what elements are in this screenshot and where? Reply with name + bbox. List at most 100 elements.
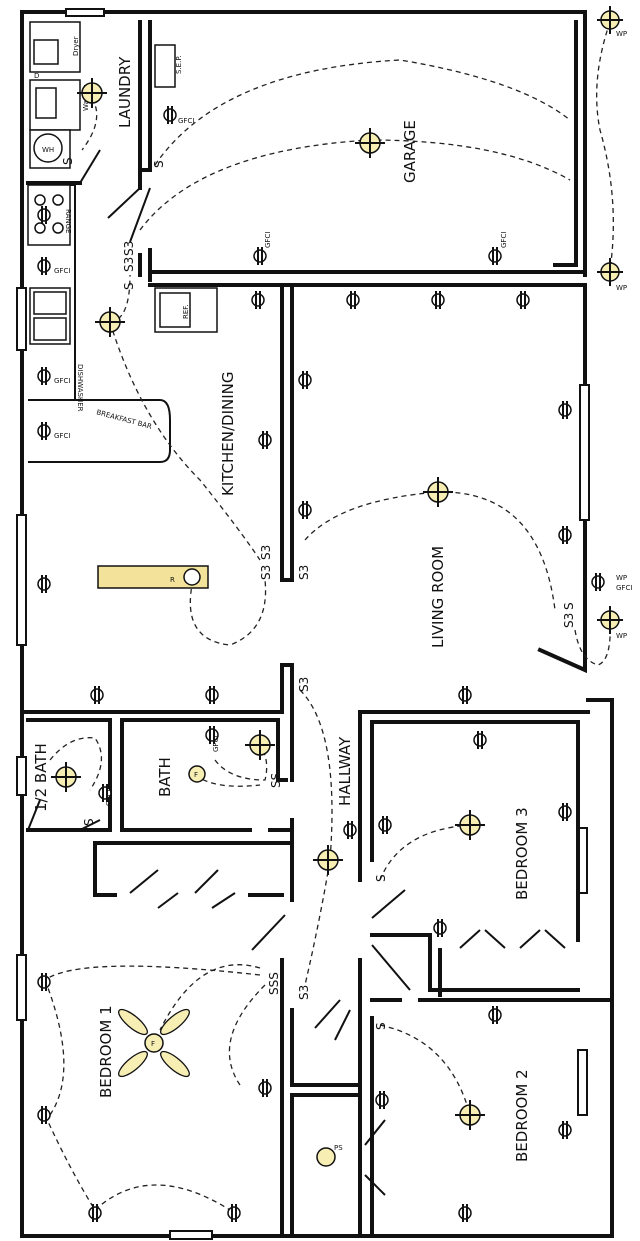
room-bedroom2: BEDROOM 2 bbox=[513, 1069, 531, 1162]
svg-text:GFCI: GFCI bbox=[212, 736, 220, 752]
outlet-13 bbox=[258, 431, 272, 449]
svg-text:S3: S3 bbox=[297, 677, 311, 692]
svg-text:S3: S3 bbox=[297, 565, 311, 580]
light-wp-mid bbox=[597, 258, 623, 286]
breakfast-bar-label: BREAKFAST BAR bbox=[96, 408, 153, 431]
sep-label: S.E.P. bbox=[175, 55, 183, 74]
light-garage bbox=[355, 128, 385, 158]
svg-text:S: S bbox=[61, 157, 75, 165]
outlet-23 bbox=[473, 731, 487, 749]
outlet-15 bbox=[558, 401, 572, 419]
light-half-bath bbox=[51, 762, 81, 792]
light-wp-top bbox=[597, 6, 623, 34]
outlet-8 bbox=[251, 291, 265, 309]
laundry-appliances: Dryer D Washer W WH S.E.P. bbox=[29, 21, 183, 169]
dryer-label: Dryer bbox=[72, 36, 80, 56]
room-bedroom3: BEDROOM 3 bbox=[513, 807, 531, 900]
outlet-18 bbox=[591, 573, 605, 591]
outlet-24 bbox=[98, 784, 112, 802]
wiring bbox=[44, 21, 614, 1211]
svg-text:S3: S3 bbox=[259, 565, 273, 580]
outlet-7 bbox=[488, 247, 502, 265]
svg-text:S3: S3 bbox=[297, 985, 311, 1000]
room-half-bath: 1/2 BATH bbox=[32, 743, 50, 812]
outlet-1 bbox=[163, 106, 177, 124]
range-label: RANGE bbox=[64, 209, 72, 233]
outlet-annotations: GFCI GFCI GFCI GFCI GFCI GFCI GFCI GFCI … bbox=[54, 30, 632, 806]
outlet-16 bbox=[558, 526, 572, 544]
outlet-31 bbox=[37, 1106, 51, 1124]
outlet-10 bbox=[431, 291, 445, 309]
svg-text:WP: WP bbox=[616, 30, 627, 38]
svg-text:F: F bbox=[151, 1040, 155, 1048]
outlet-22 bbox=[205, 726, 219, 744]
svg-text:GFCI: GFCI bbox=[54, 432, 70, 440]
svg-text:F: F bbox=[194, 771, 198, 779]
svg-text:S3: S3 bbox=[259, 545, 273, 560]
light-hallway bbox=[313, 845, 343, 875]
svg-text:S3: S3 bbox=[122, 241, 136, 256]
svg-text:S: S bbox=[374, 1022, 388, 1030]
room-bedroom1: BEDROOM 1 bbox=[97, 1005, 115, 1098]
svg-text:PS: PS bbox=[334, 1144, 343, 1152]
outlet-20 bbox=[205, 686, 219, 704]
svg-text:GFCI: GFCI bbox=[500, 232, 508, 248]
svg-text:S: S bbox=[122, 282, 136, 290]
outlet-25 bbox=[343, 821, 357, 839]
switch-labels: S S S S3 S3 S3 S3 S3 S3 S S3 S SS S SSS … bbox=[61, 157, 576, 1030]
light-bedroom3 bbox=[455, 810, 485, 840]
room-laundry: LAUNDRY bbox=[116, 56, 134, 128]
svg-text:WP: WP bbox=[616, 284, 627, 292]
outlet-28 bbox=[433, 919, 447, 937]
outlet-6 bbox=[253, 247, 267, 265]
outlet-29 bbox=[37, 973, 51, 991]
outlet-37 bbox=[458, 1204, 472, 1222]
range-hood bbox=[97, 565, 209, 589]
room-kitchen: KITCHEN/DINING bbox=[219, 371, 237, 496]
svg-text:WP: WP bbox=[616, 632, 627, 640]
dryer-d: D bbox=[34, 72, 39, 80]
svg-text:GFCI: GFCI bbox=[54, 377, 70, 385]
light-wp-living bbox=[597, 606, 623, 634]
refrigerator-label: REF. bbox=[182, 305, 190, 319]
svg-text:S3: S3 bbox=[562, 613, 576, 628]
light-living bbox=[423, 477, 453, 507]
service-entrance-panel bbox=[154, 44, 176, 88]
outlet-12 bbox=[298, 371, 312, 389]
interior-walls bbox=[20, 20, 614, 1238]
svg-text:GFCI: GFCI bbox=[616, 584, 632, 592]
room-labels: LAUNDRY GARAGE KITCHEN/DINING LIVING ROO… bbox=[32, 56, 531, 1162]
outlet-21 bbox=[458, 686, 472, 704]
svg-text:S: S bbox=[562, 602, 576, 610]
outlet-5 bbox=[37, 422, 51, 440]
dishwasher-label: DISHWASHER bbox=[76, 364, 84, 412]
receptacle-outlets bbox=[37, 106, 605, 1222]
outlet-3 bbox=[37, 257, 51, 275]
outlet-35 bbox=[488, 1006, 502, 1024]
svg-text:SS: SS bbox=[269, 773, 283, 788]
windows bbox=[16, 8, 590, 1240]
ceiling-fan-bedroom1: F bbox=[118, 1008, 190, 1078]
svg-text:S: S bbox=[82, 818, 96, 826]
light-ps: PS bbox=[316, 1144, 343, 1167]
range-hood-r: R bbox=[170, 576, 175, 584]
outlet-2 bbox=[37, 206, 51, 224]
outlet-33 bbox=[227, 1204, 241, 1222]
light-laundry bbox=[77, 78, 107, 108]
svg-text:GFCI: GFCI bbox=[264, 232, 272, 248]
svg-text:S: S bbox=[152, 160, 166, 168]
svg-text:SSS: SSS bbox=[267, 972, 281, 995]
water-heater-label: WH bbox=[42, 146, 54, 154]
light-fixtures: F PS F bbox=[51, 6, 623, 1167]
outlet-32 bbox=[88, 1204, 102, 1222]
outlet-14 bbox=[298, 501, 312, 519]
outlet-30 bbox=[258, 1079, 272, 1097]
outlet-9 bbox=[346, 291, 360, 309]
outlet-26 bbox=[378, 816, 392, 834]
svg-text:S3: S3 bbox=[122, 257, 136, 272]
room-hallway: HALLWAY bbox=[336, 736, 354, 806]
outlet-27 bbox=[558, 803, 572, 821]
light-bath bbox=[245, 730, 275, 760]
outlet-36 bbox=[558, 1121, 572, 1139]
